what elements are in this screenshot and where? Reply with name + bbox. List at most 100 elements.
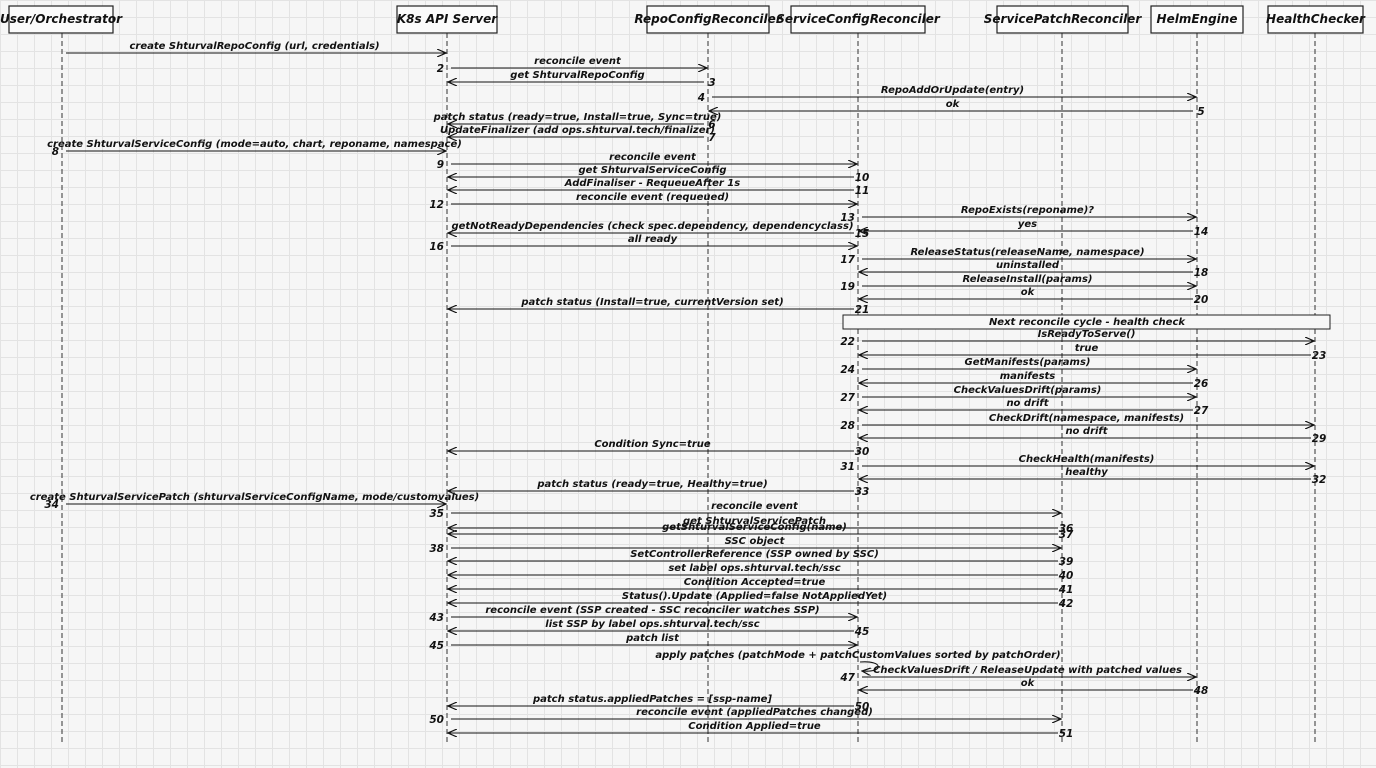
message-label: reconcile event	[609, 152, 697, 163]
message-17: ReleaseStatus(releaseName, namespace) 17	[840, 247, 1196, 266]
participant-box	[996, 5, 1129, 34]
message-6: patch status (ready=true, Install=true, …	[433, 112, 722, 131]
sequence-number: 31	[840, 461, 855, 473]
sequence-number: 16	[429, 241, 444, 253]
message-25: manifests 26	[859, 371, 1208, 390]
sequence-number: 22	[840, 336, 855, 348]
sequence-number: 13	[840, 212, 855, 224]
message-4: RepoAddOrUpdate(entry) 4	[697, 85, 1196, 104]
participant-box	[1150, 5, 1244, 34]
sequence-number: 27	[840, 392, 855, 404]
sequence-number: 38	[429, 543, 444, 555]
sequence-number: 14	[1194, 226, 1209, 238]
message-33: patch status (ready=true, Healthy=true)3…	[448, 479, 869, 498]
message-34: create ShturvalServicePatch (shturvalSer…	[30, 492, 479, 511]
sequence-number: 40	[1058, 570, 1074, 582]
message-label: CheckDrift(namespace, manifests)	[989, 413, 1184, 424]
participant-helm: HelmEngine	[1150, 5, 1244, 34]
message-12: reconcile event (requeued)12	[429, 192, 857, 211]
sequence-number: 2	[437, 63, 444, 75]
sequence-number: 12	[429, 199, 444, 211]
sequence-number: 17	[840, 254, 855, 266]
message-label: ok	[1021, 287, 1036, 298]
message-label: RepoAddOrUpdate(entry)	[881, 85, 1024, 96]
message-19: ReleaseInstall(params)19	[840, 274, 1196, 293]
sequence-number: 11	[855, 185, 870, 197]
sequence-number: 6	[708, 119, 715, 131]
message-44: list SSP by label ops.shturval.tech/ssc 4…	[448, 619, 869, 638]
message-label: CheckValuesDrift / ReleaseUpdate with pa…	[873, 665, 1182, 676]
participant-label: HealthChecker	[1266, 12, 1366, 26]
sequence-number: 34	[44, 499, 59, 511]
sequence-number: 19	[840, 281, 855, 293]
sequence-number: 4	[697, 92, 705, 104]
sequence-number: 23	[1312, 350, 1327, 362]
message-label: ReleaseStatus(releaseName, namespace)	[910, 247, 1144, 258]
sequence-number: 29	[1312, 433, 1327, 445]
message-48: patch status.appliedPatches = [ssp-name]…	[448, 694, 869, 713]
message-15: getNotReadyDependencies (check spec.depe…	[448, 221, 869, 240]
message-42: Status().Update (Applied=false NotApplie…	[448, 591, 1073, 610]
message-label: manifests	[1000, 371, 1056, 382]
sequence-number: 24	[840, 364, 855, 376]
message-label: Condition Applied=true	[688, 721, 821, 732]
participant-health: HealthChecker	[1266, 5, 1366, 34]
participant-label: K8s API Server	[397, 12, 498, 26]
participant-box	[790, 5, 926, 34]
message-label: reconcile event (appliedPatches changed)	[636, 707, 873, 718]
message-label: ok	[1021, 678, 1036, 689]
sequence-number: 39	[1059, 556, 1074, 568]
participant-box	[396, 5, 498, 34]
message-label: create ShturvalServicePatch (shturvalSer…	[30, 492, 479, 503]
message-13: RepoExists(reponame)? 13	[840, 205, 1196, 224]
sequence-number: 51	[1059, 728, 1074, 740]
message-label: getShturvalServiceConfig(name)	[662, 522, 847, 533]
message-label: Status().Update (Applied=false NotApplie…	[622, 591, 887, 602]
sequence-number: 45	[854, 626, 870, 638]
message-8: create ShturvalServiceConfig (mode=auto,…	[47, 139, 462, 158]
sequence-number: 10	[855, 172, 870, 184]
sequence-number: 47	[839, 672, 855, 684]
message-26: CheckValuesDrift(params)27	[840, 385, 1196, 404]
sequence-number: 26	[1194, 378, 1209, 390]
sequence-number: 33	[855, 486, 870, 498]
message-label: CheckHealth(manifests)	[1019, 454, 1155, 465]
message-21: patch status (Install=true, currentVersi…	[448, 297, 869, 316]
participant-box	[646, 5, 770, 34]
message-49: reconcile event (appliedPatches changed)…	[429, 707, 1061, 726]
message-label: RepoExists(reponame)?	[961, 205, 1094, 216]
message-label: patch status (Install=true, currentVersi…	[520, 297, 783, 308]
sequence-number: 9	[437, 159, 444, 171]
participant-patch: ServicePatchReconciler	[984, 5, 1142, 34]
message-24: GetManifests(params)24	[840, 357, 1196, 376]
message-label: list SSP by label ops.shturval.tech/ssc	[545, 619, 759, 630]
self-message-apply-patches: apply patches (patchMode + patchCustomVa…	[655, 650, 1061, 671]
sequence-number: 8	[52, 146, 59, 158]
participant-box	[1267, 5, 1364, 34]
message-50: Condition Applied=true 51	[448, 721, 1073, 740]
sequence-number: 3	[708, 77, 715, 89]
message-label: Condition Accepted=true	[684, 577, 826, 588]
sequence-number: 35	[429, 508, 444, 520]
message-label: ok	[946, 99, 961, 110]
message-label: Condition Sync=true	[594, 439, 711, 450]
message-label: SSC object	[725, 536, 786, 547]
message-label: all ready	[628, 234, 678, 245]
participant-label: RepoConfigReconciler	[634, 12, 782, 26]
